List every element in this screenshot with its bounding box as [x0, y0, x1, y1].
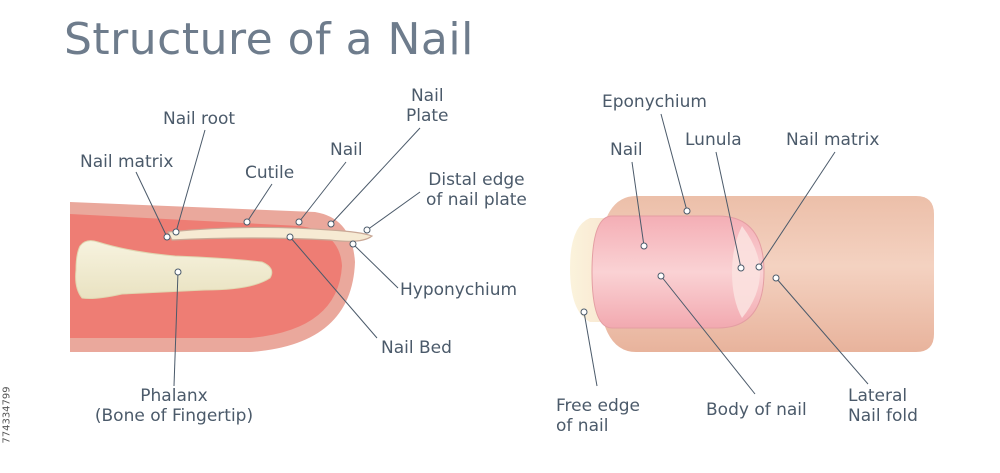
label-distal-edge: Distal edge of nail plate	[426, 170, 527, 210]
label-lateral-nail-fold-line1: Lateral	[848, 386, 908, 406]
label-eponychium: Eponychium	[602, 92, 707, 112]
stock-id-watermark: 774334799	[0, 360, 14, 470]
label-cutile: Cutile	[245, 163, 295, 183]
label-free-edge-line2: of nail	[556, 416, 609, 436]
label-distal-edge-line2: of nail plate	[426, 190, 527, 210]
label-lateral-nail-fold: Lateral Nail fold	[848, 386, 918, 426]
label-lateral-nail-fold-line2: Nail fold	[848, 406, 918, 426]
label-nail-plate-line1: Nail	[410, 86, 444, 106]
label-phalanx: Phalanx (Bone of Fingertip)	[84, 386, 264, 426]
nail-body	[591, 215, 765, 329]
label-free-edge-line1: Free edge	[556, 396, 640, 416]
label-nail-plate-line2: Plate	[406, 106, 449, 126]
left-leader-lines	[135, 127, 421, 387]
label-nail-plate: Nail Plate	[406, 86, 449, 126]
nail-plate-section	[167, 226, 374, 242]
label-free-edge: Free edge of nail	[556, 396, 640, 436]
cross-section-finger	[70, 202, 374, 352]
label-nail-right: Nail	[610, 140, 643, 160]
label-phalanx-line1: Phalanx	[140, 386, 208, 406]
left-leader-dots	[163, 218, 371, 276]
diagram-title: Structure of a Nail	[64, 14, 474, 65]
label-phalanx-line2: (Bone of Fingertip)	[94, 406, 254, 426]
right-leader-lines	[583, 113, 869, 395]
label-nail-matrix-left: Nail matrix	[80, 152, 174, 172]
label-nail-root: Nail root	[163, 109, 236, 129]
top-view-finger	[570, 196, 934, 352]
phalanx-bone	[75, 240, 273, 299]
label-lunula: Lunula	[685, 130, 742, 150]
stock-id-text: 774334799	[1, 386, 13, 444]
label-body-of-nail: Body of nail	[706, 400, 807, 420]
lunula	[732, 226, 760, 318]
label-distal-edge-line1: Distal edge	[428, 170, 525, 190]
label-hyponychium: Hyponychium	[400, 280, 518, 300]
right-leader-dots	[580, 207, 780, 316]
label-nail-bed: Nail Bed	[381, 338, 452, 358]
label-nail-matrix-right: Nail matrix	[786, 130, 880, 150]
label-nail-left: Nail	[330, 140, 363, 160]
